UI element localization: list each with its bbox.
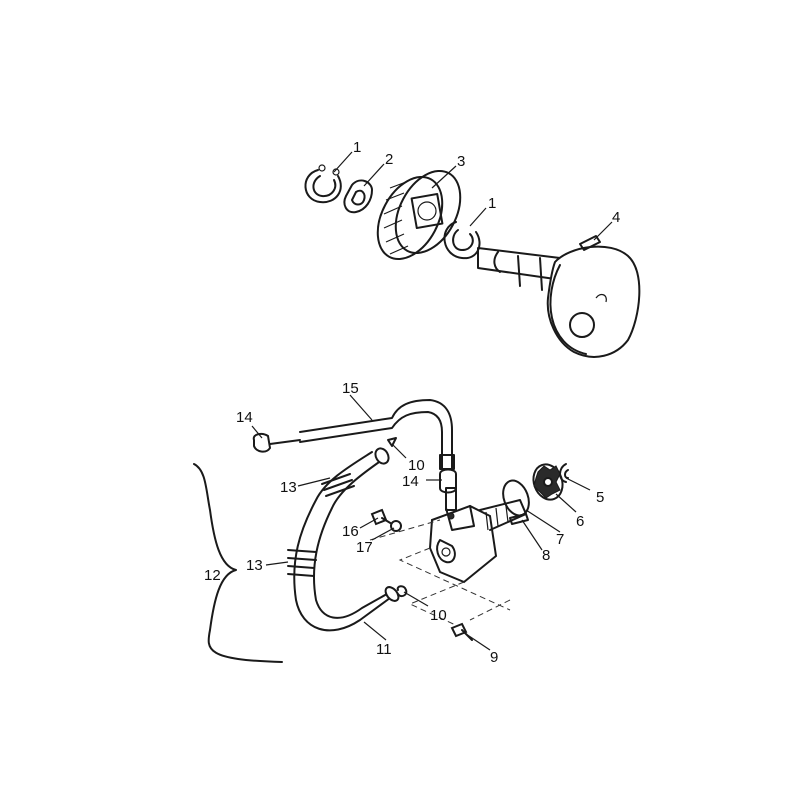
circlip-left [304, 164, 342, 204]
callout-3: 3 [457, 153, 465, 170]
hose-long [293, 447, 400, 632]
callout-11: 11 [376, 641, 392, 658]
pulley [376, 169, 462, 261]
clip-lower [396, 585, 408, 598]
callout-13-upper: 13 [280, 479, 297, 496]
callout-4: 4 [612, 209, 620, 226]
callout-13-lower: 13 [246, 557, 263, 574]
callout-6: 6 [576, 513, 584, 530]
callout-1-left: 1 [353, 139, 361, 156]
clamp-top [252, 432, 272, 453]
upper-assembly [304, 164, 641, 358]
shaft-and-cover [477, 235, 641, 358]
callout-2: 2 [385, 151, 393, 168]
o-ring [502, 479, 530, 517]
callout-12: 12 [204, 567, 221, 584]
hose-clamp-lower [287, 549, 317, 577]
circlip-gear [559, 463, 569, 483]
callout-17: 17 [356, 539, 373, 556]
callout-5: 5 [596, 489, 604, 506]
circlip-right [443, 221, 481, 260]
callout-10-upper: 10 [408, 457, 425, 474]
callout-1-right: 1 [488, 195, 496, 212]
lower-assembly [193, 399, 569, 663]
callout-14-lower: 14 [402, 473, 419, 490]
callout-8: 8 [542, 547, 550, 564]
spacer-plate [343, 179, 373, 214]
screw-and-washer [370, 508, 402, 532]
oil-pump [428, 487, 527, 584]
callout-16: 16 [342, 523, 359, 540]
callout-15: 15 [342, 380, 359, 397]
drive-gear [532, 463, 564, 501]
clip-upper [387, 437, 397, 447]
mounting-guide [369, 519, 511, 629]
leader-lines [251, 151, 613, 651]
pin [509, 513, 529, 525]
group-bracket [193, 463, 283, 663]
bolt [450, 622, 473, 641]
callout-9: 9 [490, 649, 498, 666]
callout-labels: 1 2 3 1 4 15 14 10 13 14 5 6 16 7 17 8 1… [204, 139, 620, 666]
clamp-lower [439, 468, 457, 494]
callout-7: 7 [556, 531, 564, 548]
hose-upper [269, 399, 455, 470]
hose-clamp-upper [321, 473, 355, 497]
callout-10-lower: 10 [430, 607, 447, 624]
callout-14-top: 14 [236, 409, 253, 426]
